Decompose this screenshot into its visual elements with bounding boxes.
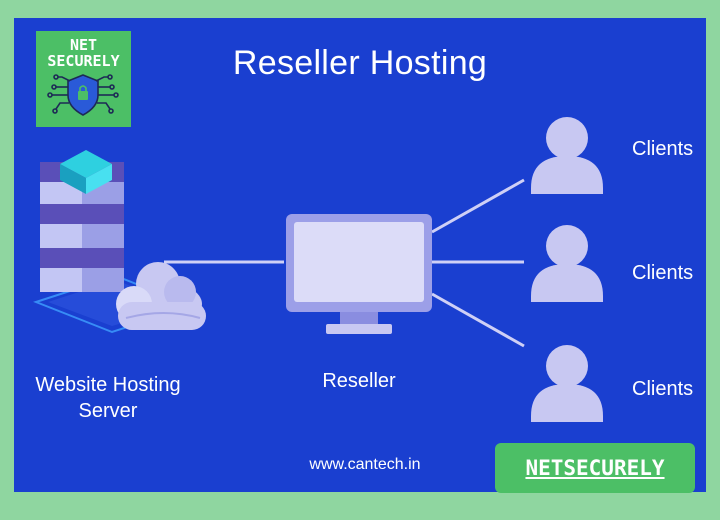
diagram-art xyxy=(33,117,603,422)
server-label-line1: Website Hosting xyxy=(35,374,181,396)
connections xyxy=(164,178,525,348)
reseller-client3-line xyxy=(431,292,525,348)
user-icon xyxy=(531,345,603,422)
reseller-label: Reseller xyxy=(322,370,396,392)
user-icon xyxy=(531,117,603,194)
website-url: www.cantech.in xyxy=(309,456,421,473)
client-label-3: Clients xyxy=(632,378,694,400)
user-icon xyxy=(531,225,603,302)
logo-line2: SECURELY xyxy=(47,52,120,70)
netsecurely-logo: NET SECURELY xyxy=(36,31,131,127)
diagram-panel: Reseller Hosting Website Hosting Server … xyxy=(14,18,706,492)
server-stack-icon xyxy=(40,150,124,292)
reseller-client1-line xyxy=(431,178,525,234)
logo-line1: NET xyxy=(69,36,98,54)
shield-lock-circuit-icon xyxy=(47,74,119,116)
monitor-icon xyxy=(286,214,432,334)
badge-label: NETSECURELY xyxy=(525,456,665,480)
diagram-title: Reseller Hosting xyxy=(232,44,488,82)
server-label-line2: Server xyxy=(78,400,138,422)
server-label: Website Hosting Server xyxy=(14,372,202,424)
cloud-icon xyxy=(116,262,206,330)
netsecurely-badge[interactable]: NETSECURELY xyxy=(495,443,695,493)
client-label-1: Clients xyxy=(632,138,694,160)
client-label-2: Clients xyxy=(632,262,694,284)
